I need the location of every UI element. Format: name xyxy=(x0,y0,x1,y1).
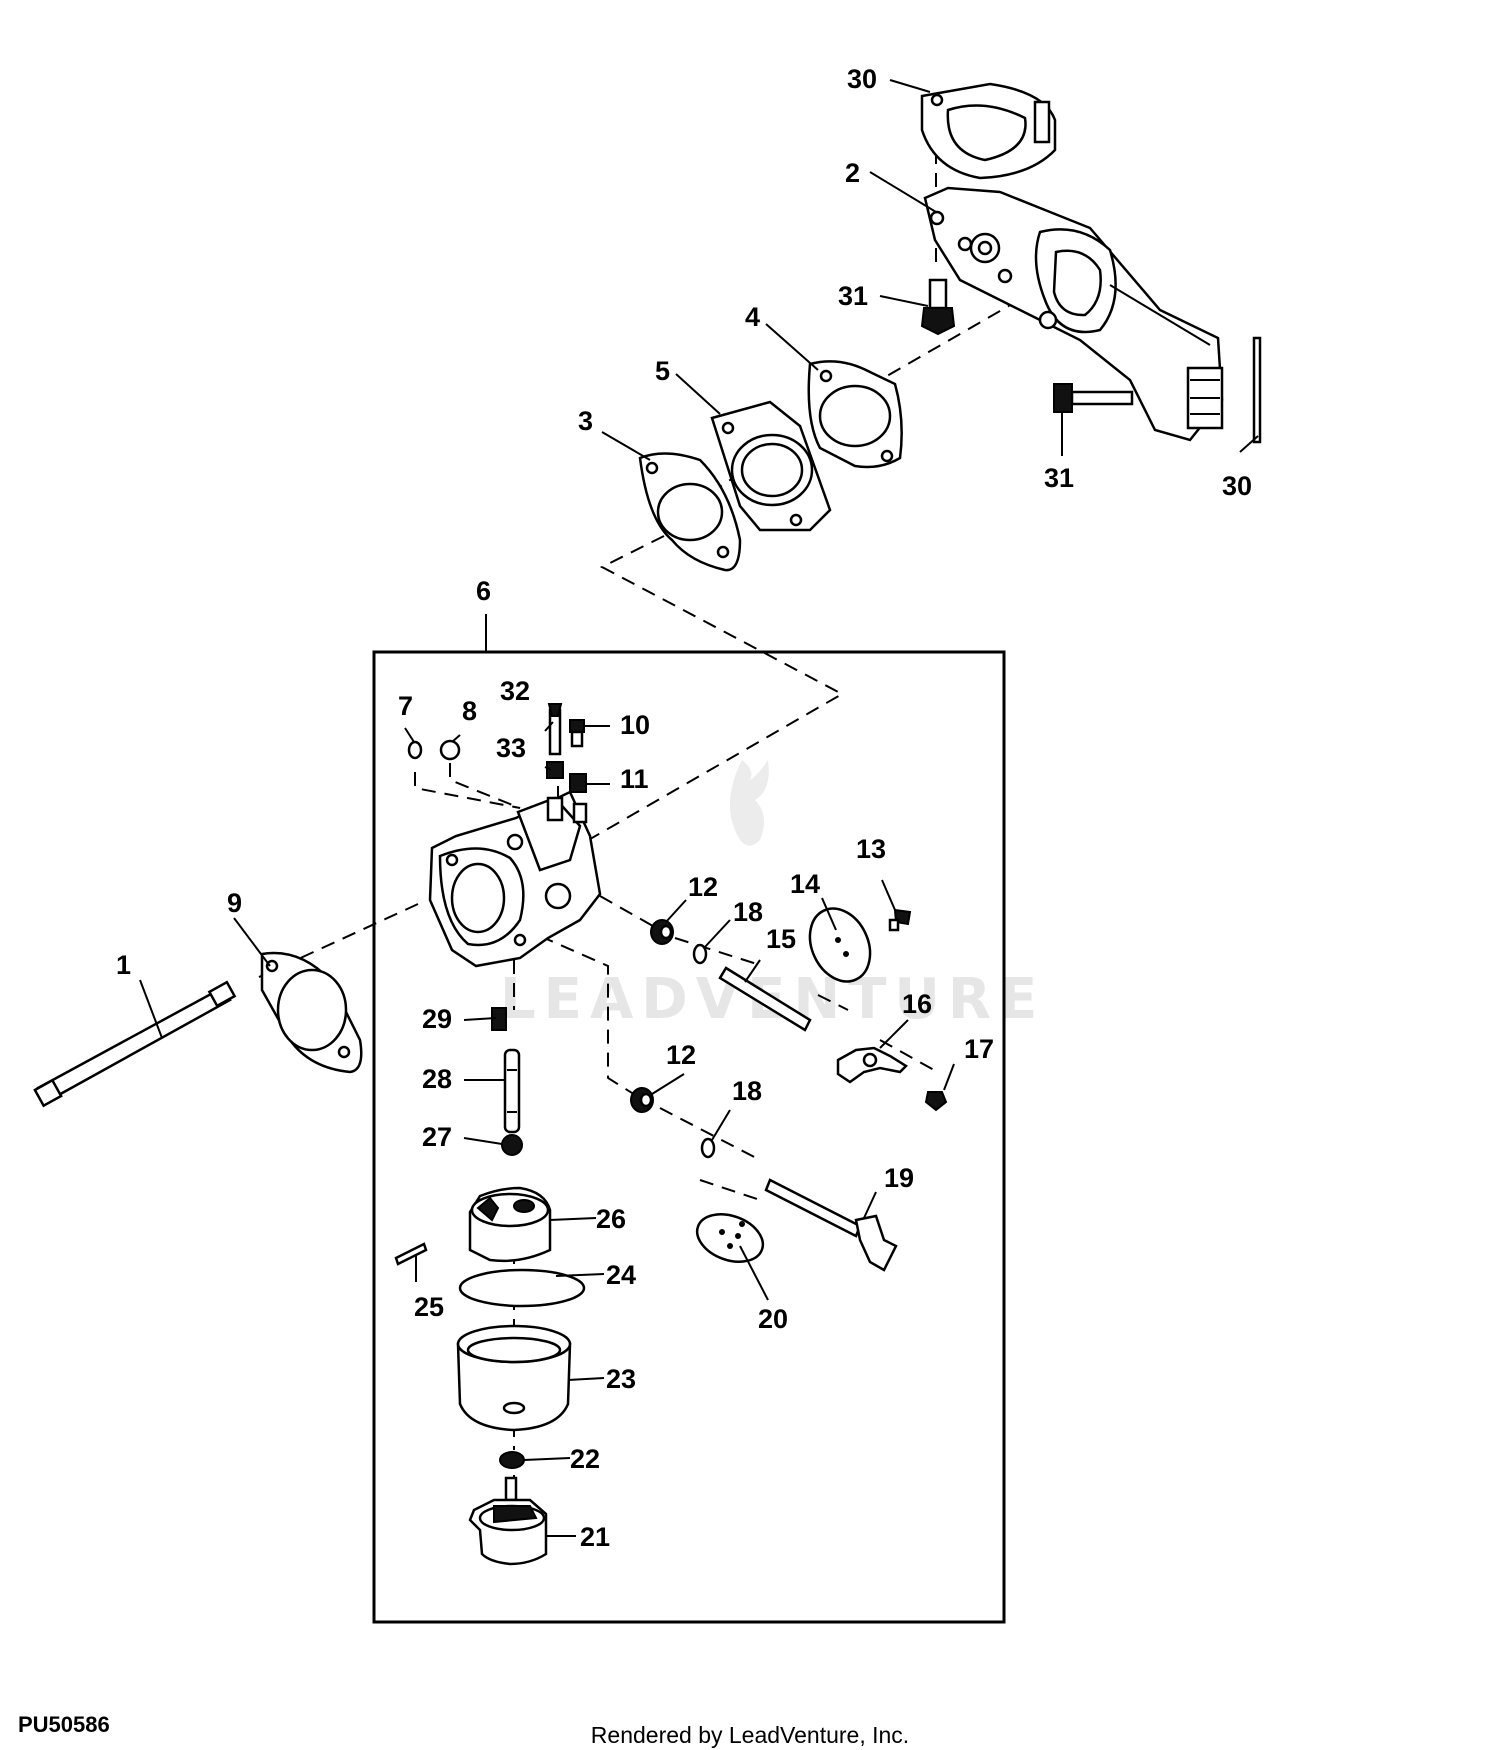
document-id: PU50586 xyxy=(18,1712,110,1737)
callout-31-upper: 31 xyxy=(838,281,868,311)
part-1-stud xyxy=(33,980,237,1108)
callout-31-lower: 31 xyxy=(1044,463,1074,493)
leader-lines xyxy=(139,79,1259,1537)
part-19-throttle-shaft xyxy=(764,1178,898,1272)
part-31-bolt-horizontal xyxy=(1053,383,1134,413)
part-4-gasket xyxy=(807,360,903,469)
part-10-screw xyxy=(569,719,585,748)
callout-labels: 30 2 31 4 5 3 31 30 6 32 10 7 8 33 11 13… xyxy=(116,64,1252,1552)
part-17-nut xyxy=(924,1091,948,1112)
callout-4: 4 xyxy=(745,302,760,332)
part-18-washer-lower xyxy=(700,1137,716,1159)
callout-26: 26 xyxy=(596,1204,626,1234)
callout-14: 14 xyxy=(790,869,820,899)
part-11-spring xyxy=(569,773,587,793)
part-8-plug xyxy=(439,739,461,761)
callout-12-lower: 12 xyxy=(666,1040,696,1070)
callout-27: 27 xyxy=(422,1122,452,1152)
callout-28: 28 xyxy=(422,1064,452,1094)
callout-6: 6 xyxy=(476,576,491,606)
callout-23: 23 xyxy=(606,1364,636,1394)
part-22-washer xyxy=(499,1451,525,1469)
part-26-float xyxy=(468,1186,552,1263)
callout-22: 22 xyxy=(570,1444,600,1474)
part-5-spacer xyxy=(710,400,832,532)
callout-17: 17 xyxy=(964,1034,994,1064)
part-31-bolt-vertical xyxy=(920,278,956,336)
part-14-choke-plate xyxy=(808,907,872,983)
callout-18-lower: 18 xyxy=(732,1076,762,1106)
part-30-gasket-right xyxy=(1252,336,1262,444)
part-27-seat xyxy=(501,1134,523,1156)
callout-25: 25 xyxy=(414,1292,444,1322)
callout-2: 2 xyxy=(845,158,860,188)
callout-7: 7 xyxy=(398,691,413,721)
callout-1: 1 xyxy=(116,950,131,980)
part-12-bushing-upper xyxy=(650,919,674,945)
part-30-gasket-top xyxy=(920,82,1057,180)
part-28-inlet-needle xyxy=(503,1048,521,1134)
callout-10: 10 xyxy=(620,710,650,740)
callout-24: 24 xyxy=(606,1260,636,1290)
part-25-float-pin xyxy=(394,1242,428,1266)
part-15-choke-shaft xyxy=(718,966,812,1032)
callout-15: 15 xyxy=(766,924,796,954)
callout-30-top: 30 xyxy=(847,64,877,94)
part-carburetor-body xyxy=(428,790,602,968)
part-2-intake-manifold xyxy=(923,186,1224,442)
callout-3: 3 xyxy=(578,406,593,436)
callout-20: 20 xyxy=(758,1304,788,1334)
callout-30-right: 30 xyxy=(1222,471,1252,501)
footer-credit: Rendered by LeadVenture, Inc. xyxy=(590,1722,910,1748)
callout-18-upper: 18 xyxy=(733,897,763,927)
callout-16: 16 xyxy=(902,989,932,1019)
callout-32: 32 xyxy=(500,676,530,706)
part-12-bushing-lower xyxy=(630,1087,654,1113)
callout-19: 19 xyxy=(884,1163,914,1193)
callout-9: 9 xyxy=(227,888,242,918)
callout-5: 5 xyxy=(655,356,670,386)
callout-8: 8 xyxy=(462,696,477,726)
callout-29: 29 xyxy=(422,1004,452,1034)
part-20-throttle-plate xyxy=(695,1213,765,1263)
part-21-fuel-solenoid xyxy=(468,1476,548,1566)
callout-12-upper: 12 xyxy=(688,872,718,902)
part-32-idle-screw xyxy=(547,703,563,756)
part-24-bowl-gasket xyxy=(458,1268,586,1308)
carburetor-assembly-frame xyxy=(372,650,1006,1624)
part-3-gasket xyxy=(638,452,742,572)
callout-33: 33 xyxy=(496,733,526,763)
part-7-plug xyxy=(407,740,423,760)
callout-13: 13 xyxy=(856,834,886,864)
part-16-choke-lever xyxy=(836,1046,908,1084)
part-23-float-bowl xyxy=(456,1324,572,1432)
callout-11: 11 xyxy=(620,764,649,794)
callout-21: 21 xyxy=(580,1522,610,1552)
part-18-washer-upper xyxy=(692,943,708,965)
part-33-spring xyxy=(546,761,564,779)
part-13-screw xyxy=(888,908,912,932)
part-9-gasket xyxy=(260,951,363,1074)
